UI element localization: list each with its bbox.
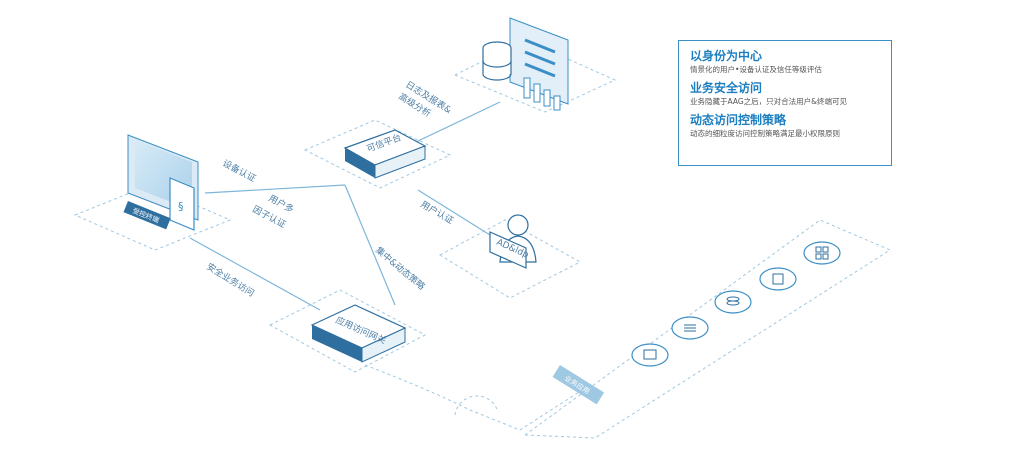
link-terminal-trust bbox=[204, 184, 346, 194]
info-title-dynamic-policy: 动态访问控制策略 bbox=[690, 113, 787, 127]
business-apps: 业务应用 bbox=[552, 241, 841, 405]
gateway-device: 应用访问网关 bbox=[310, 304, 407, 363]
log-server bbox=[482, 17, 569, 111]
info-title-secure-access: 业务安全访问 bbox=[690, 81, 763, 95]
info-desc-identity: 情景化的用户•设备认证及信任等级评估 bbox=[690, 65, 822, 74]
app-browser-icon bbox=[631, 343, 669, 367]
info-panel: 以身份为中心 情景化的用户•设备认证及信任等级评估 业务安全访问 业务隐藏于AA… bbox=[678, 40, 892, 166]
info-title-identity: 以身份为中心 bbox=[690, 49, 763, 63]
trust-platform-device: 可信平台 bbox=[343, 129, 427, 179]
link-terminal-gateway bbox=[189, 237, 321, 311]
platform-gateway bbox=[268, 289, 427, 373]
identity-user: AD&ldp bbox=[489, 214, 537, 269]
platform-log-server bbox=[453, 39, 617, 113]
apps-label-tag bbox=[552, 365, 605, 405]
terminal-device: § 受控终端 bbox=[123, 134, 199, 231]
app-document-icon bbox=[759, 267, 797, 291]
info-desc-secure-access: 业务隐藏于AAG之后，只对合法用户&终端可见 bbox=[690, 97, 847, 106]
secure-access-label: 安全业务访问 bbox=[204, 260, 256, 299]
terminal-label-tag bbox=[123, 201, 171, 230]
info-desc-dynamic-policy: 动态的细粒度访问控制策略满足最小权限原则 bbox=[690, 129, 840, 138]
phone-shield-icon: § bbox=[178, 200, 184, 213]
link-gateway-apps bbox=[364, 364, 591, 431]
phone-icon bbox=[169, 177, 195, 231]
link-curve-arc bbox=[454, 395, 499, 416]
link-trust-gateway bbox=[344, 184, 396, 306]
device-auth-label: 设备认证 bbox=[221, 157, 258, 185]
user-factor-label-1: 用户多 bbox=[267, 192, 296, 215]
link-trust-identity bbox=[417, 189, 491, 236]
app-database-icon bbox=[714, 290, 752, 314]
bar-chart-icon bbox=[523, 77, 561, 111]
central-policy-label: 集中&动态策略 bbox=[373, 244, 427, 292]
user-head-icon bbox=[507, 214, 529, 236]
platform-trust bbox=[303, 119, 452, 189]
app-grid-icon bbox=[803, 241, 841, 265]
platform-identity bbox=[438, 219, 582, 299]
platform-terminal bbox=[73, 184, 232, 251]
